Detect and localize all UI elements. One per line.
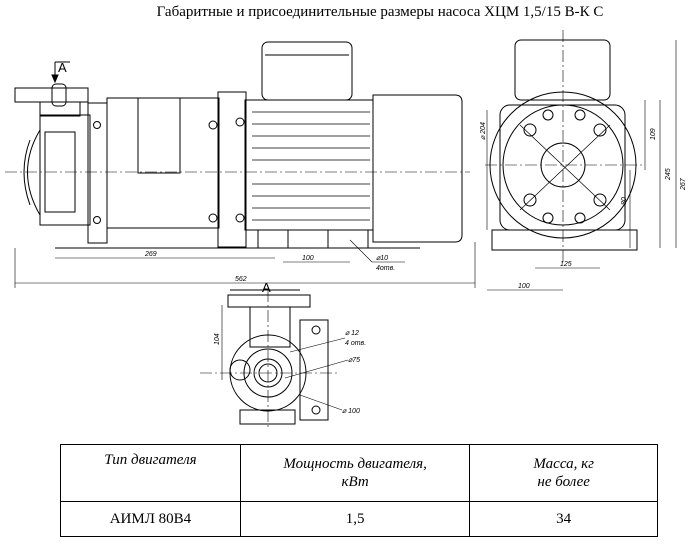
dim-562: 562	[235, 276, 247, 283]
dim-d100: ⌀ 100	[342, 408, 360, 415]
view-arrow-label: А	[58, 60, 67, 75]
view-a-label: А	[262, 280, 271, 295]
dim-d75: ⌀75	[348, 357, 360, 364]
spec-table-header: Тип двигателя Мощность двигателя,кВт Мас…	[60, 444, 658, 502]
cell-mass: 34	[469, 501, 658, 537]
side-view-dimensions	[14, 239, 476, 288]
pump-drawing: А А 269 100 ⌀10 4отв. 562 ⌀ 204 109 245 …	[5, 30, 687, 430]
dim-d12: ⌀ 12	[345, 330, 359, 337]
dim-100-bolts: 100	[302, 255, 314, 262]
dim-269: 269	[144, 251, 157, 258]
dim-109: 109	[650, 128, 657, 140]
dim-104: 104	[214, 333, 221, 345]
cell-power: 1,5	[239, 501, 471, 537]
dim-d12-count: 4 отв.	[345, 340, 366, 347]
table-row: АИМЛ 80В4 1,5 34	[60, 501, 658, 537]
header-motor-type: Тип двигателя	[60, 444, 241, 502]
side-view	[5, 41, 470, 249]
dim-d10: ⌀10	[376, 255, 388, 262]
cell-motor: АИМЛ 80В4	[60, 501, 241, 537]
spec-table: Тип двигателя Мощность двигателя,кВт Мас…	[60, 444, 658, 537]
dim-267: 267	[680, 177, 687, 191]
view-a	[200, 289, 349, 430]
dim-125: 125	[560, 261, 572, 268]
dim-245: 245	[665, 168, 672, 181]
dim-d204: ⌀ 204	[480, 122, 487, 140]
drawing-title: Габаритные и присоединительные размеры н…	[156, 4, 604, 20]
header-motor-power: Мощность двигателя,кВт	[239, 444, 471, 502]
dim-100-base: 100	[518, 283, 530, 290]
dim-d10-count: 4отв.	[376, 265, 395, 272]
end-view	[485, 30, 677, 291]
dim-80: 80	[621, 197, 628, 205]
